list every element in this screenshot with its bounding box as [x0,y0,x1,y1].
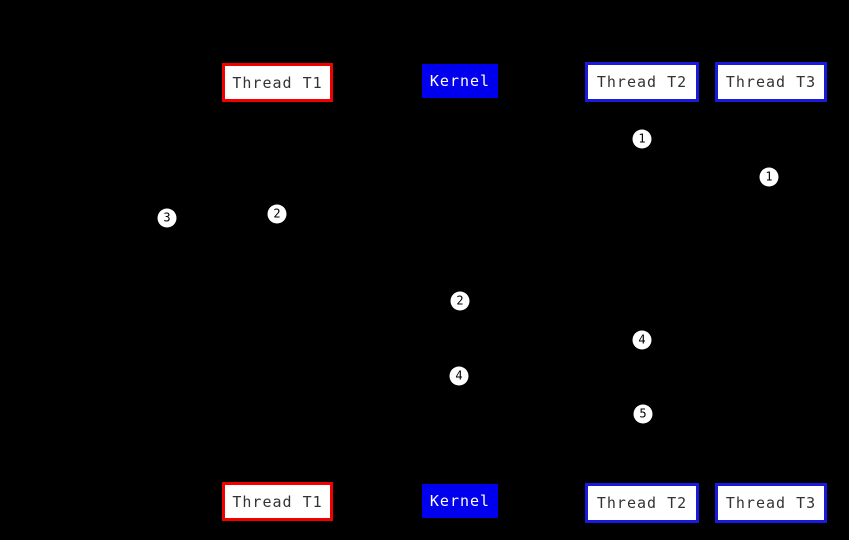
node-thread-t3-bottom: Thread T3 [715,483,827,523]
node-thread-t1-top-label: Thread T1 [232,73,323,92]
node-kernel-top-label: Kernel [429,72,491,90]
node-thread-t3-bottom-label: Thread T3 [725,494,817,512]
node-thread-t3-top: Thread T3 [715,62,827,102]
node-thread-t2-top-label: Thread T2 [596,73,688,91]
node-thread-t3-top-label: Thread T3 [725,73,817,91]
step-circle-1a: 1 [632,129,652,149]
step-circle-2b: 2 [450,291,470,311]
step-circle-4b: 4 [449,366,469,386]
step-circle-2a: 2 [267,204,287,224]
node-thread-t1-bottom: Thread T1 [222,482,333,521]
step-circle-5: 5 [633,404,653,424]
node-kernel-bottom: Kernel [422,484,498,518]
node-thread-t2-bottom: Thread T2 [585,483,699,523]
node-thread-t2-top: Thread T2 [585,62,699,102]
node-kernel-bottom-label: Kernel [429,492,491,510]
node-kernel-top: Kernel [422,64,498,98]
step-circle-1b: 1 [759,167,779,187]
step-circle-4a: 4 [632,330,652,350]
step-circle-3: 3 [157,208,177,228]
node-thread-t2-bottom-label: Thread T2 [596,494,688,512]
node-thread-t1-bottom-label: Thread T1 [232,492,323,511]
node-thread-t1-top: Thread T1 [222,63,333,102]
